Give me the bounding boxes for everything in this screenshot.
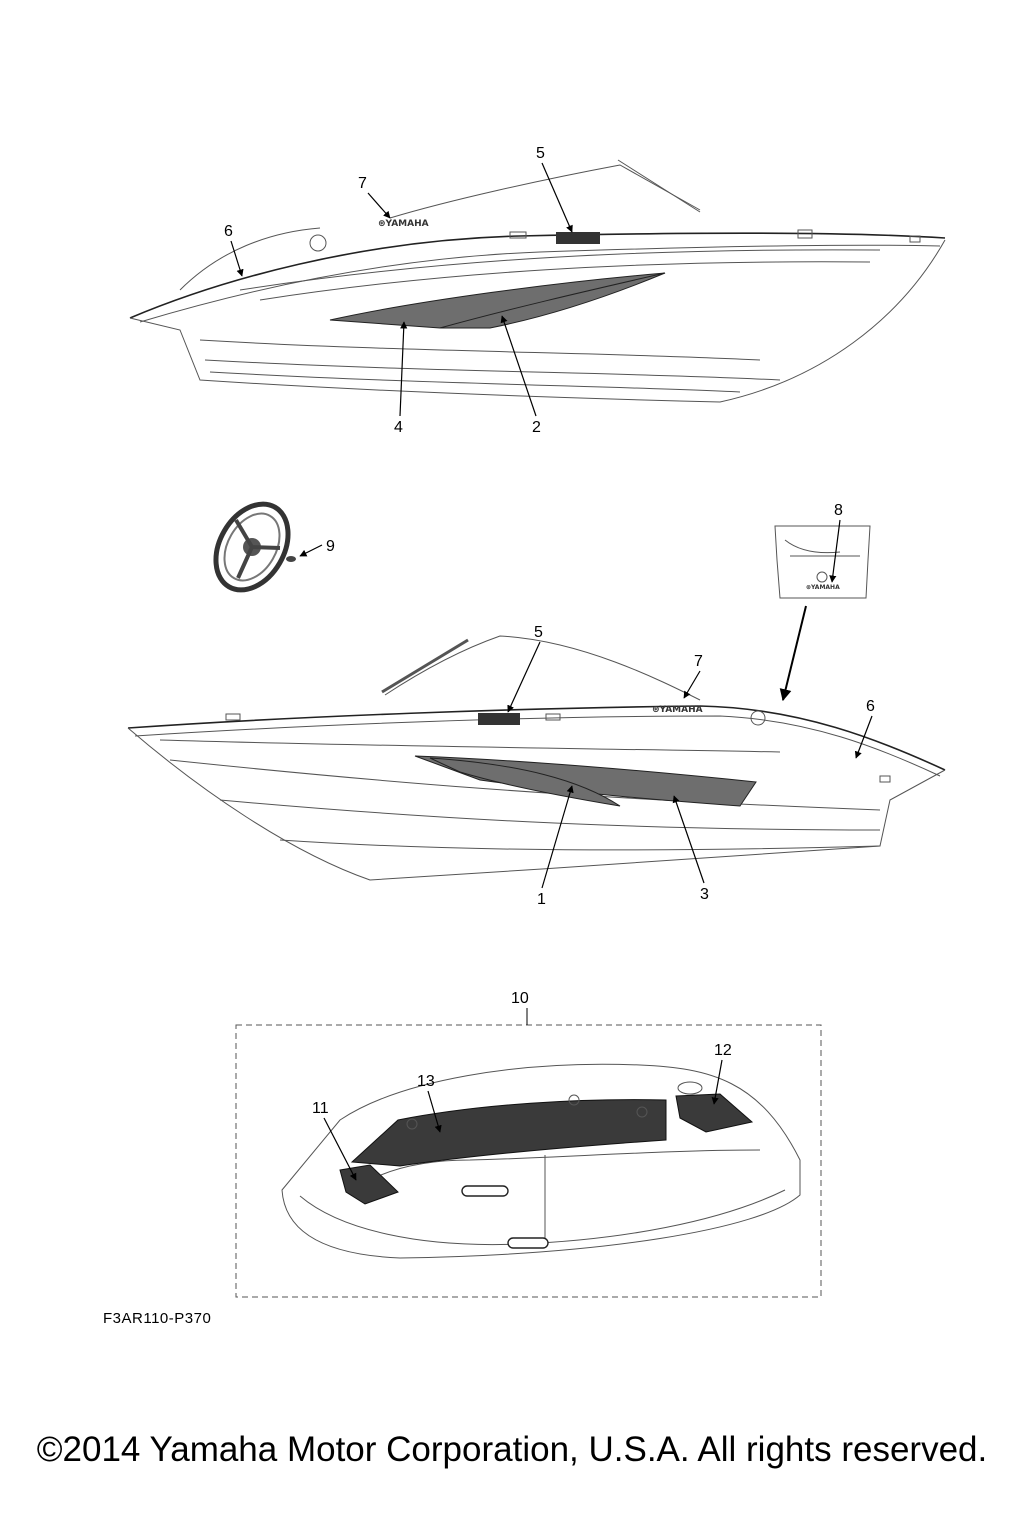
callouts-kit: 10 11 12 13 bbox=[312, 990, 732, 1181]
callouts-middle: 5 7 6 1 3 bbox=[507, 624, 875, 908]
callout-8: 8 bbox=[834, 502, 843, 519]
copyright-notice: ©2014 Yamaha Motor Corporation, U.S.A. A… bbox=[36, 1430, 988, 1469]
leader-6-top bbox=[230, 240, 244, 277]
leader-11 bbox=[323, 1117, 357, 1181]
boat-middle-drawing: ⊛YAMAHA bbox=[127, 635, 946, 881]
diagram-code: F3AR110-P370 bbox=[103, 1310, 212, 1327]
callout-6-middle: 6 bbox=[866, 698, 875, 715]
callout-12: 12 bbox=[714, 1042, 732, 1059]
leader-7-top bbox=[367, 192, 391, 219]
leader-inset-to-boat bbox=[779, 605, 807, 702]
leader-8 bbox=[829, 519, 841, 583]
callout-3: 3 bbox=[700, 886, 709, 903]
leader-4-top bbox=[399, 321, 408, 417]
callout-5-top: 5 bbox=[536, 145, 545, 162]
callouts-inset: 8 bbox=[779, 502, 843, 702]
leader-1 bbox=[541, 785, 574, 889]
leader-13 bbox=[427, 1090, 442, 1133]
mat-kit-drawing bbox=[235, 1024, 822, 1298]
callout-1: 1 bbox=[537, 891, 546, 908]
leader-2-top bbox=[500, 315, 537, 417]
boat-top-drawing: ⊛YAMAHA bbox=[129, 159, 946, 403]
callout-6-top: 6 bbox=[224, 223, 233, 240]
callout-2-top: 2 bbox=[532, 419, 541, 436]
leader-12 bbox=[711, 1059, 723, 1105]
steering-wheel-drawing bbox=[213, 501, 296, 593]
leader-7-middle bbox=[683, 670, 701, 699]
callout-7-middle: 7 bbox=[694, 653, 703, 670]
callout-10: 10 bbox=[511, 990, 529, 1007]
callouts-top: 5 7 6 4 2 bbox=[224, 145, 573, 436]
svg-text:⊛YAMAHA: ⊛YAMAHA bbox=[806, 584, 840, 591]
svg-text:⊛YAMAHA: ⊛YAMAHA bbox=[652, 705, 703, 715]
leader-5-top bbox=[541, 162, 573, 233]
callout-13: 13 bbox=[417, 1073, 435, 1090]
callout-4-top: 4 bbox=[394, 419, 403, 436]
callout-5-middle: 5 bbox=[534, 624, 543, 641]
callouts-wheel: 9 bbox=[299, 538, 335, 557]
leader-9 bbox=[299, 544, 323, 557]
transom-inset-drawing: ⊛YAMAHA bbox=[774, 525, 871, 599]
leader-6-middle bbox=[854, 715, 873, 759]
kit-dashed-box bbox=[235, 1024, 822, 1298]
callout-11: 11 bbox=[312, 1100, 329, 1117]
svg-text:⊛YAMAHA: ⊛YAMAHA bbox=[378, 219, 429, 229]
leader-3 bbox=[672, 795, 705, 884]
leader-5-middle bbox=[507, 641, 541, 713]
callout-7-top: 7 bbox=[358, 175, 367, 192]
callout-9: 9 bbox=[326, 538, 335, 555]
